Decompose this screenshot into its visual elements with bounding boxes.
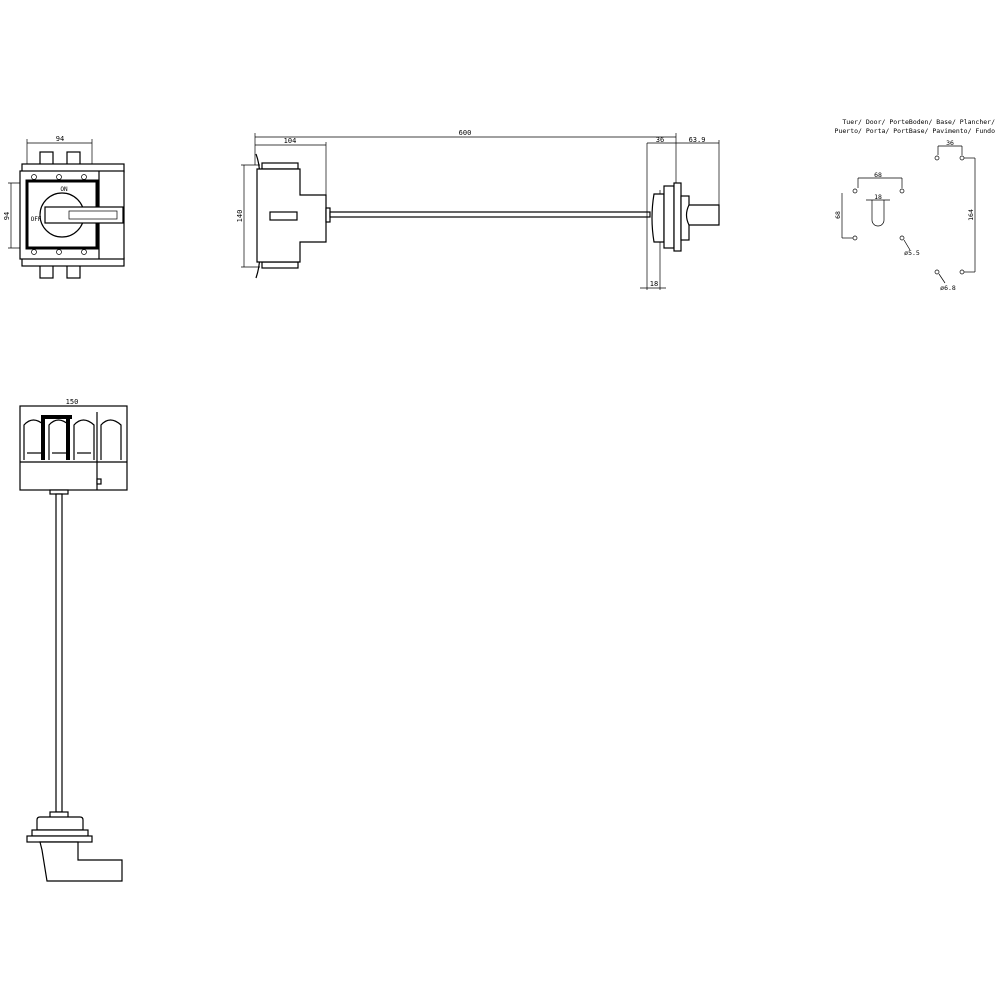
front-dim-width: 94 bbox=[56, 135, 64, 143]
dim-base-vertical: 164 bbox=[967, 209, 975, 221]
side-view: 600 104 140 36 63.9 18 bbox=[236, 129, 720, 290]
dim-hole-vertical: 68 bbox=[834, 211, 842, 219]
dim-shaft-length: 600 bbox=[459, 129, 472, 137]
bottom-dim-width: 150 bbox=[66, 398, 79, 406]
poles bbox=[23, 415, 122, 460]
dim-slot: 18 bbox=[874, 193, 882, 201]
bottom-view: 150 bbox=[19, 398, 128, 882]
dim-door-thickness: 18 bbox=[650, 280, 658, 288]
dim-base-spacing: 36 bbox=[946, 139, 954, 147]
drilling-title-line1: Tuer/ Door/ PorteBoden/ Base/ Plancher/ bbox=[842, 118, 995, 126]
dim-door-depth: 36 bbox=[656, 136, 664, 144]
dim-height: 140 bbox=[236, 210, 244, 223]
dim-handle-depth: 63.9 bbox=[689, 136, 706, 144]
drilling-title-line2: Puerto/ Porta/ PortBase/ Pavimento/ Fund… bbox=[835, 127, 996, 135]
label-on: ON bbox=[60, 186, 68, 193]
front-dim-height: 94 bbox=[3, 212, 11, 220]
dim-hole-diameter-small: ø5.5 bbox=[904, 249, 920, 257]
dim-hole-spacing: 68 bbox=[874, 171, 882, 179]
dim-depth: 104 bbox=[284, 137, 297, 145]
door-drilling-pattern: Tuer/ Door/ PorteBoden/ Base/ Plancher/ … bbox=[834, 118, 995, 292]
dim-hole-diameter-large: ø6.8 bbox=[940, 284, 956, 292]
front-view: 94 94 ON OFF bbox=[3, 135, 125, 279]
label-off: OFF bbox=[31, 216, 42, 223]
